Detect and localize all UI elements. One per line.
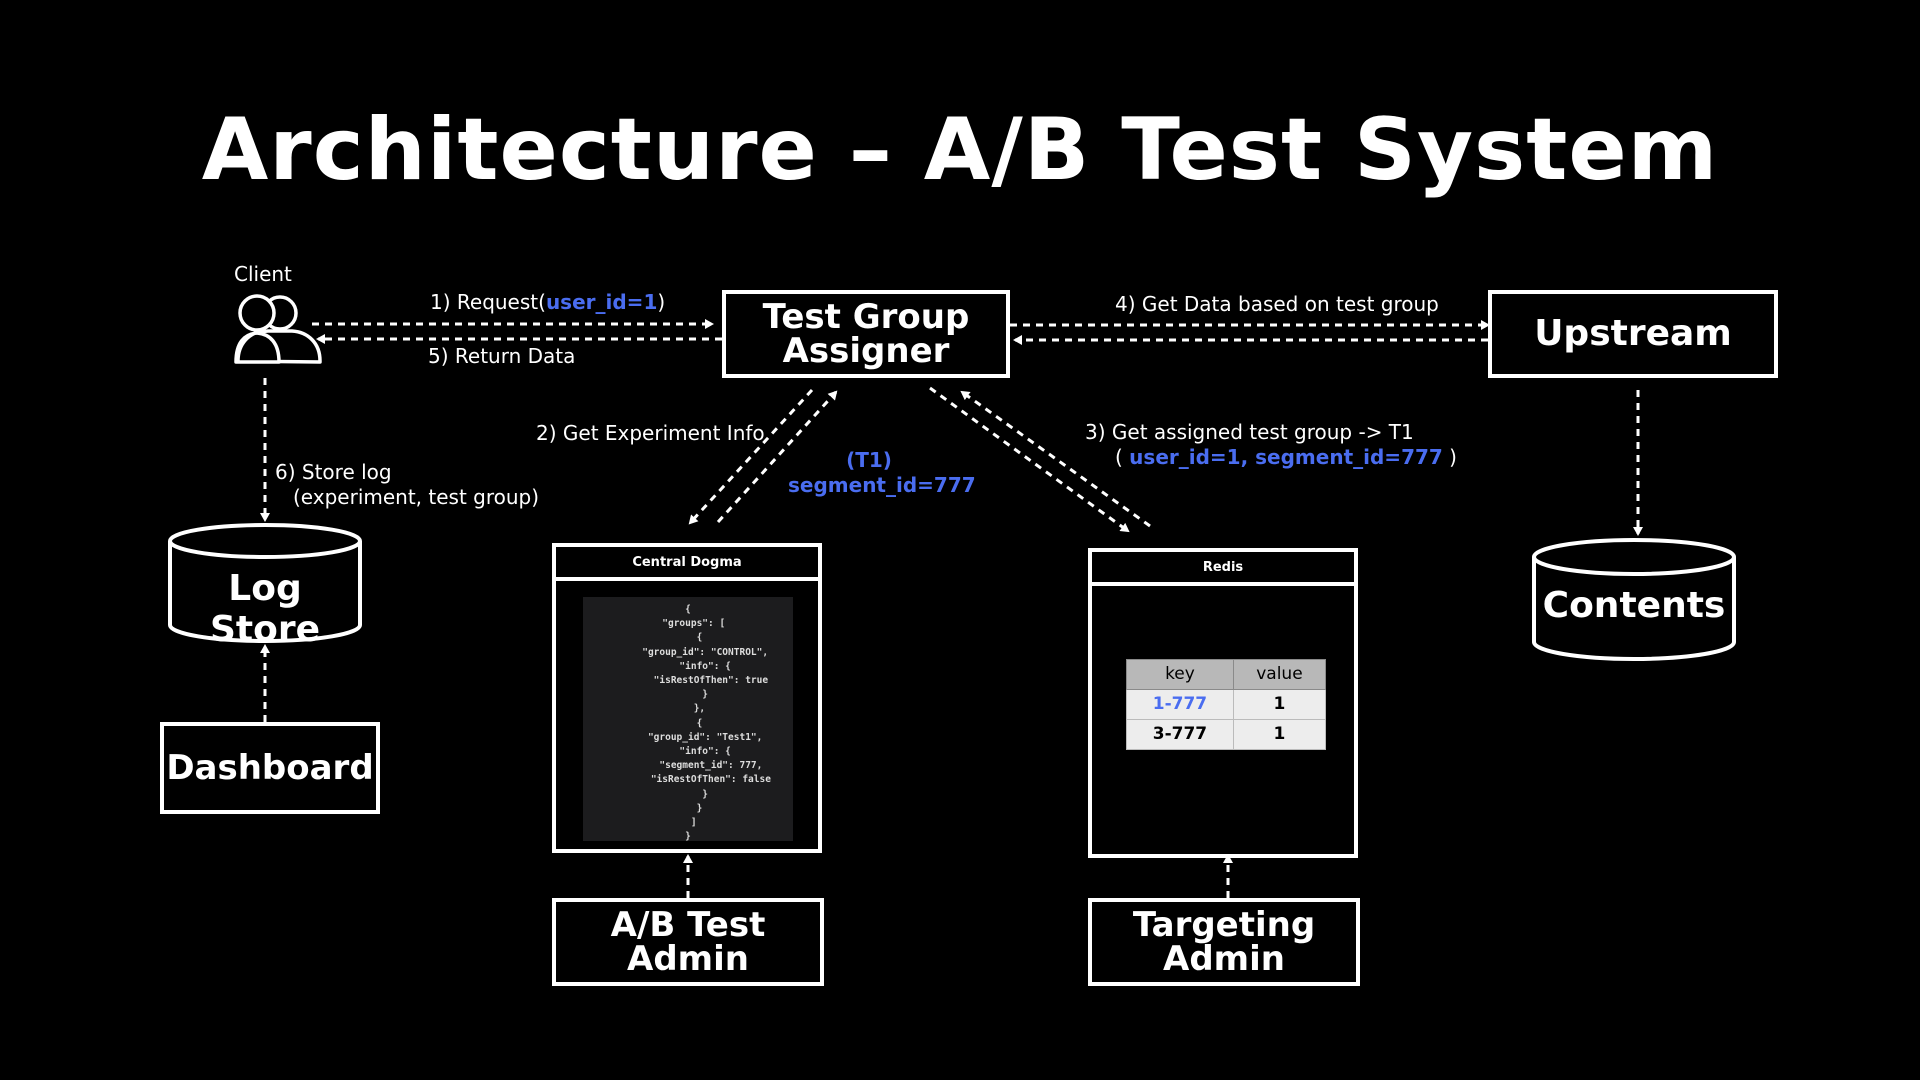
upstream-box[interactable]: Upstream bbox=[1488, 290, 1778, 378]
targeting-line-2: Admin bbox=[1163, 939, 1285, 979]
request-label: 1) Request(user_id=1) bbox=[430, 290, 665, 315]
targeting-admin-box[interactable]: Targeting Admin bbox=[1088, 898, 1360, 986]
page-title: Architecture – A/B Test System bbox=[201, 100, 1719, 200]
experiment-info-label: 2) Get Experiment Info bbox=[536, 421, 765, 445]
assigned-group-line-1: 3) Get assigned test group -> T1 bbox=[1085, 420, 1414, 444]
experiment-result-label: (T1) segment_id=777 bbox=[788, 448, 976, 498]
redis-header-value: value bbox=[1232, 659, 1327, 690]
log-store-label[interactable]: Log Store bbox=[209, 568, 321, 650]
redis-header-key: key bbox=[1126, 659, 1234, 690]
code-line: "info": { bbox=[645, 660, 731, 672]
contents-label[interactable]: Contents bbox=[1542, 585, 1726, 626]
code-line: } bbox=[667, 788, 709, 800]
assigned-group-arrow bbox=[929, 386, 1130, 533]
central-dogma-code: { "groups": [ { "group_id": "CONTROL", "… bbox=[583, 597, 793, 843]
assigned-params: user_id=1, segment_id=777 bbox=[1129, 445, 1443, 469]
return-data-label: 5) Return Data bbox=[428, 344, 576, 368]
assigned-group-label: 3) Get assigned test group -> T1 ( user_… bbox=[1085, 420, 1457, 470]
assigned-group-line-2: ( user_id=1, segment_id=777 ) bbox=[1085, 445, 1457, 470]
log-store-cylinder bbox=[168, 523, 362, 643]
assigned-close: ) bbox=[1442, 445, 1457, 469]
assigner-line-1: Test Group bbox=[762, 297, 970, 337]
redis-value-cell: 1 bbox=[1232, 719, 1327, 750]
redis-key-cell: 1-777 bbox=[1126, 689, 1234, 720]
dashboard-box[interactable]: Dashboard bbox=[160, 722, 380, 814]
code-line: "segment_id": 777, bbox=[613, 760, 763, 772]
redis-key-cell: 3-777 bbox=[1126, 719, 1234, 750]
store-log-label: 6) Store log (experiment, test group) bbox=[275, 460, 539, 510]
code-line: } bbox=[673, 802, 703, 814]
request-param: user_id=1 bbox=[545, 290, 658, 314]
store-log-line-2: (experiment, test group) bbox=[293, 485, 540, 509]
code-line: { bbox=[673, 632, 703, 644]
code-line: "info": { bbox=[645, 746, 731, 758]
ab-test-admin-box[interactable]: A/B Test Admin bbox=[552, 898, 824, 986]
code-line: }, bbox=[670, 703, 706, 715]
experiment-result-line-2: segment_id=777 bbox=[788, 473, 976, 497]
code-line: } bbox=[667, 689, 709, 701]
central-dogma-panel: Central Dogma { "groups": [ { "group_id"… bbox=[552, 543, 822, 853]
table-row: 3-777 1 bbox=[1126, 719, 1327, 750]
contents-cylinder bbox=[1532, 538, 1736, 661]
code-line: ] bbox=[679, 817, 697, 829]
redis-value-cell: 1 bbox=[1232, 689, 1327, 720]
assigned-open: ( bbox=[1115, 445, 1130, 469]
experiment-result-line-1: (T1) bbox=[846, 448, 892, 472]
code-line: "group_id": "CONTROL", bbox=[607, 646, 769, 658]
code-line: "groups": [ bbox=[650, 618, 726, 630]
client-label: Client bbox=[234, 262, 292, 286]
assigner-line-2: Assigner bbox=[782, 331, 950, 371]
experiment-info-arrow bbox=[688, 388, 814, 525]
client-icon bbox=[234, 294, 322, 364]
store-log-line-1: 6) Store log bbox=[275, 460, 392, 484]
test-group-assigner-box[interactable]: Test Group Assigner bbox=[722, 290, 1010, 378]
code-line: } bbox=[685, 831, 691, 843]
code-line: "group_id": "Test1", bbox=[613, 731, 763, 743]
code-line: "isRestOfThen": true bbox=[607, 675, 769, 687]
experiment-result-arrow bbox=[716, 390, 838, 524]
targeting-line-1: Targeting bbox=[1132, 905, 1316, 945]
code-line: "isRestOfThen": false bbox=[605, 774, 771, 786]
redis-title: Redis bbox=[1092, 552, 1354, 586]
redis-panel: Redis key value 1-777 1 3-777 1 bbox=[1088, 548, 1358, 858]
redis-table: key value 1-777 1 3-777 1 bbox=[1126, 659, 1327, 750]
table-row: 1-777 1 bbox=[1126, 689, 1327, 720]
code-line: { bbox=[685, 604, 691, 615]
get-data-label: 4) Get Data based on test group bbox=[1115, 292, 1439, 316]
request-suffix: ) bbox=[657, 290, 666, 314]
code-line: { bbox=[673, 717, 703, 729]
request-prefix: 1) Request( bbox=[430, 290, 546, 314]
central-dogma-title: Central Dogma bbox=[556, 547, 818, 581]
